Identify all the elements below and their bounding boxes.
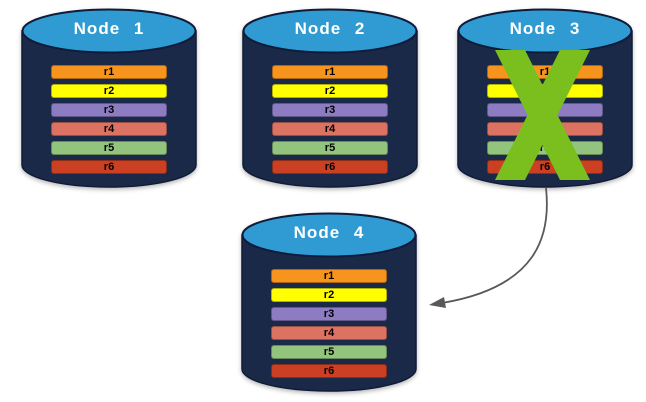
node-2-row-list: r1 r2 r3 r4 r5 r6: [272, 65, 388, 179]
row-r6: r6: [487, 160, 603, 174]
row-r1: r1: [271, 269, 387, 283]
node-2-cylinder: Node 2 r1 r2 r3 r4 r5 r6: [242, 8, 418, 188]
row-r6: r6: [271, 364, 387, 378]
row-r5: r5: [272, 141, 388, 155]
cylinder-top: [241, 212, 417, 258]
row-r3: r3: [487, 103, 603, 117]
row-r2: r2: [51, 84, 167, 98]
node-4-cylinder: Node 4 r1 r2 r3 r4 r5 r6: [241, 212, 417, 392]
row-r1: r1: [51, 65, 167, 79]
row-r4: r4: [487, 122, 603, 136]
node-1-row-list: r1 r2 r3 r4 r5 r6: [51, 65, 167, 179]
row-r3: r3: [272, 103, 388, 117]
row-r6: r6: [272, 160, 388, 174]
row-r5: r5: [487, 141, 603, 155]
row-r1: r1: [272, 65, 388, 79]
node-3-cylinder: Node 3 r1 r2 r3 r4 r5 r6: [457, 8, 633, 188]
row-r2: r2: [487, 84, 603, 98]
node-4-row-list: r1 r2 r3 r4 r5 r6: [271, 269, 387, 383]
row-r1: r1: [487, 65, 603, 79]
row-r5: r5: [51, 141, 167, 155]
row-r4: r4: [51, 122, 167, 136]
node-1-cylinder: Node 1 r1 r2 r3 r4 r5 r6: [21, 8, 197, 188]
node-4-title: Node 4: [293, 223, 365, 242]
row-r4: r4: [272, 122, 388, 136]
cylinder-top: [21, 8, 197, 54]
row-r2: r2: [272, 84, 388, 98]
row-r5: r5: [271, 345, 387, 359]
row-r3: r3: [51, 103, 167, 117]
row-r3: r3: [271, 307, 387, 321]
row-r2: r2: [271, 288, 387, 302]
row-r6: r6: [51, 160, 167, 174]
node-3-row-list: r1 r2 r3 r4 r5 r6: [487, 65, 603, 179]
node-1-title: Node 1: [73, 19, 145, 38]
cylinder-top: [242, 8, 418, 54]
curved-arrow-icon: [429, 187, 548, 308]
row-r4: r4: [271, 326, 387, 340]
node-3-title: Node 3: [509, 19, 581, 38]
node-2-title: Node 2: [294, 19, 366, 38]
